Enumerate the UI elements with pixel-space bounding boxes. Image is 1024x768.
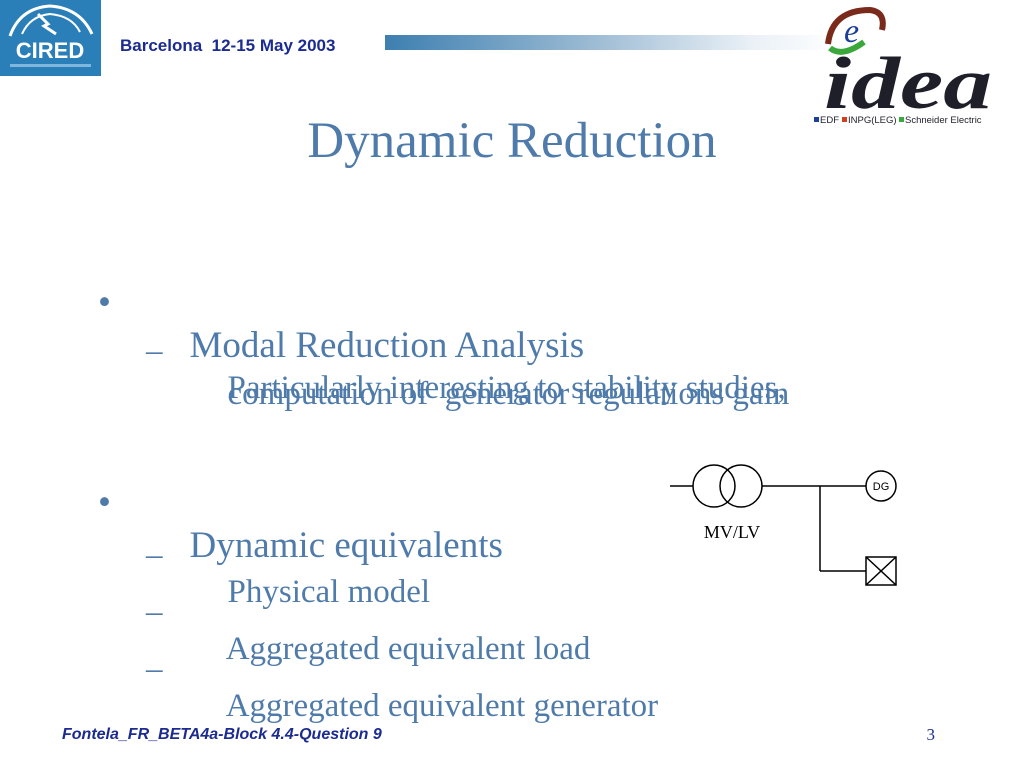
header-event-text: Barcelona 12-15 May 2003 [120,36,336,55]
sub-bullet-mark: – [146,333,163,369]
sub-bullet-text: Aggregated equivalent generator [225,688,659,724]
sub-bullet-text: Aggregated equivalent load [225,631,591,667]
cired-logo-text: CIRED [16,38,84,63]
network-diagram: DG MV/LV [660,455,910,595]
cired-logo-icon: CIRED [0,0,101,76]
sub-bullet-mark: – [146,537,163,573]
bullet-mark: • [98,482,111,523]
slide-title: Dynamic Reduction [307,113,717,169]
header-gradient-bar [385,35,840,50]
eidea-partner-edf: EDF [820,115,839,126]
transformer-label: MV/LV [704,522,760,542]
sub-bullet-mark: – [146,651,163,687]
generator-icon: DG [865,470,897,502]
sub-bullet-text-line: Particularly interesting to stability st… [227,370,786,406]
sub-bullet-item: – Aggregated equivalent generator [146,614,659,762]
bullet-item: • Dynamic equivalents [98,438,503,610]
eidea-logo-letter: e [844,13,859,50]
load-icon [865,556,897,586]
sub-bullet-item: – Particularly interesting to stability … [146,296,786,444]
sub-bullet-continuation: computation of generator regulations gai… [178,339,790,450]
bullet-text: Modal Reduction Analysis [189,325,585,366]
eidea-partner-inpg: INPG(LEG) [848,115,897,126]
sub-bullet-text: Physical model [227,574,431,610]
bullet-item: • Modal Reduction Analysis [98,238,585,410]
generator-label: DG [873,481,890,493]
eidea-logo-word: idea [824,43,992,125]
bullet-text: Dynamic equivalents [189,525,503,566]
transformer-icon [692,464,763,508]
bullet-mark: • [98,282,111,323]
page-number: 3 [926,725,936,744]
sub-bullet-mark: – [146,594,163,630]
sub-bullet-item: – Physical model [146,500,431,648]
eidea-logo-icon: e idea EDF INPG(LEG) Schneider Electric [812,2,1008,128]
eidea-partner-schneider: Schneider Electric [905,115,982,126]
footer-reference: Fontela_FR_BETA4a-Block 4.4-Question 9 [62,726,382,743]
sub-bullet-item: – Aggregated equivalent load [146,557,591,705]
sub-bullet-text-line: computation of generator regulations gai… [227,376,790,412]
